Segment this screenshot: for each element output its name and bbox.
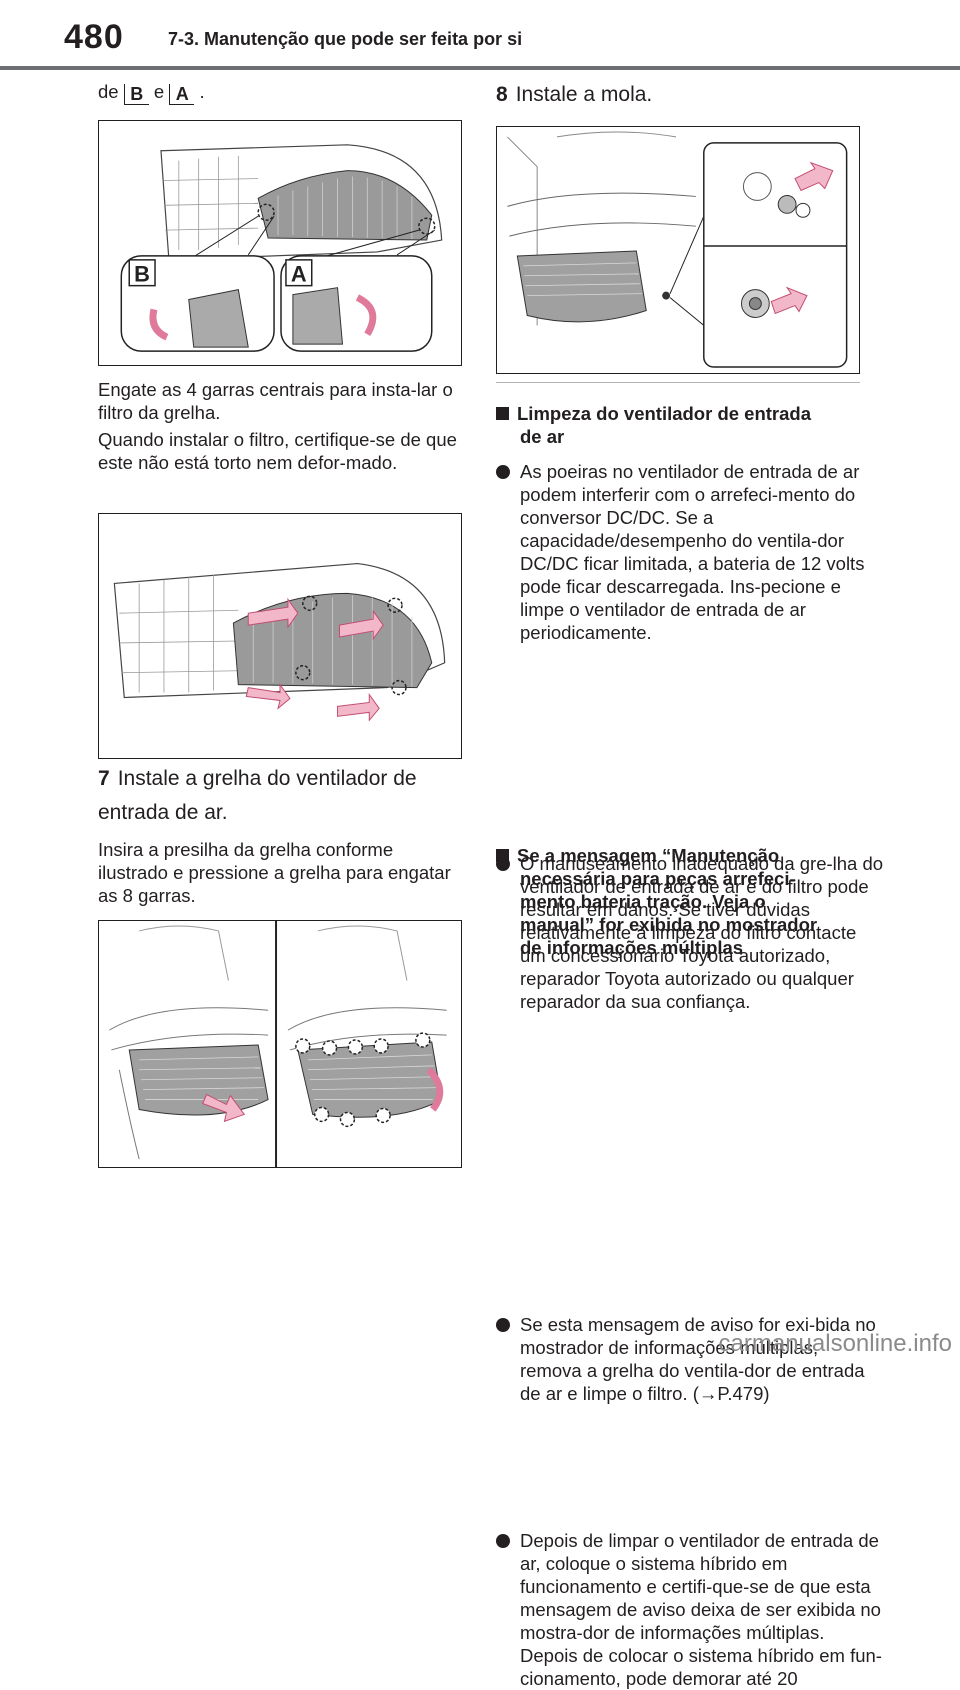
grille-install-illustration [109, 921, 447, 1167]
step-7-number: 7 [98, 767, 110, 790]
bullet-after-cleaning-text: Depois de limpar o ventilador de entrada… [520, 1530, 882, 1689]
filter-clips-illustration: B A [120, 144, 443, 352]
heading2-line2: necessária para peças arrefeci- [520, 868, 796, 889]
heading-air-intake-cleaning: Limpeza do ventilador de entrada de ar [496, 402, 860, 448]
bullet-after-cleaning: Depois de limpar o ventilador de entrada… [496, 1529, 884, 1690]
para-engage-clips: Engate as 4 garras centrais para insta-l… [98, 379, 453, 423]
key-b-box: B [123, 84, 149, 105]
heading1-line2: de ar [520, 426, 565, 447]
heading2-line4: manual” for exibida no mostrador [520, 914, 818, 935]
intro-line: de B e A . [98, 80, 462, 105]
heading2-line1: Se a mensagem “Manutenção [517, 845, 780, 866]
bullet-dot-icon [496, 465, 510, 479]
callout-label-b: B [134, 262, 150, 287]
heading2-line3: mento bateria tração. Veja o [520, 891, 766, 912]
section-divider [496, 382, 860, 383]
para-filter-check: Quando instalar o filtro, certifique-se … [98, 429, 457, 473]
heading2-line5: de informações múltiplas [520, 937, 744, 958]
para-insert-clip: Insira a presilha da grelha conforme ilu… [98, 839, 451, 906]
bullet-warning-text: Se esta mensagem de aviso for exi-bida n… [520, 1314, 876, 1404]
bullet-dot-icon [496, 1534, 510, 1548]
square-bullet-icon [496, 849, 509, 862]
step-7-title: Instale a grelha do ventilador de entrad… [98, 767, 417, 824]
step-8: 8 Instale a mola. [496, 78, 860, 112]
intro-and: e [153, 81, 165, 102]
page-number: 480 [64, 18, 124, 56]
spring-install-illustration [507, 131, 848, 368]
section-title: 7-3. Manutenção que pode ser feita por s… [168, 29, 523, 49]
figure-filter-push [98, 513, 462, 759]
bullet-dust: As poeiras no ventilador de entrada de a… [496, 460, 884, 644]
heading1-line1: Limpeza do ventilador de entrada [517, 403, 812, 424]
step-8-title: Instale a mola. [515, 83, 653, 106]
bullet-dust-text: As poeiras no ventilador de entrada de a… [520, 461, 865, 643]
bullet-warning-message: Se esta mensagem de aviso for exi-bida n… [496, 1313, 884, 1405]
figure-grille-install [98, 920, 462, 1168]
bullet-handling: O manuseamento inadequado da gre-lha do … [496, 852, 884, 1013]
figure-spring-install [496, 126, 860, 374]
filter-push-illustration [113, 562, 446, 722]
figure-filter-clips-a-b: B A [98, 120, 462, 366]
heading-maintenance-message: Se a mensagem “Manutenção necessária par… [496, 844, 860, 959]
bullet-dot-icon [496, 1318, 510, 1332]
callout-label-a: A [291, 262, 307, 287]
header-divider [0, 66, 960, 70]
square-bullet-icon [496, 407, 509, 420]
key-a-box: A [169, 84, 195, 105]
intro-suffix: . [199, 81, 205, 102]
bullet-handling-text: O manuseamento inadequado da gre-lha do … [520, 853, 884, 1012]
watermark: carmanualsonline.info [718, 1330, 952, 1357]
intro-prefix: de [98, 81, 119, 102]
step-8-number: 8 [496, 83, 508, 106]
